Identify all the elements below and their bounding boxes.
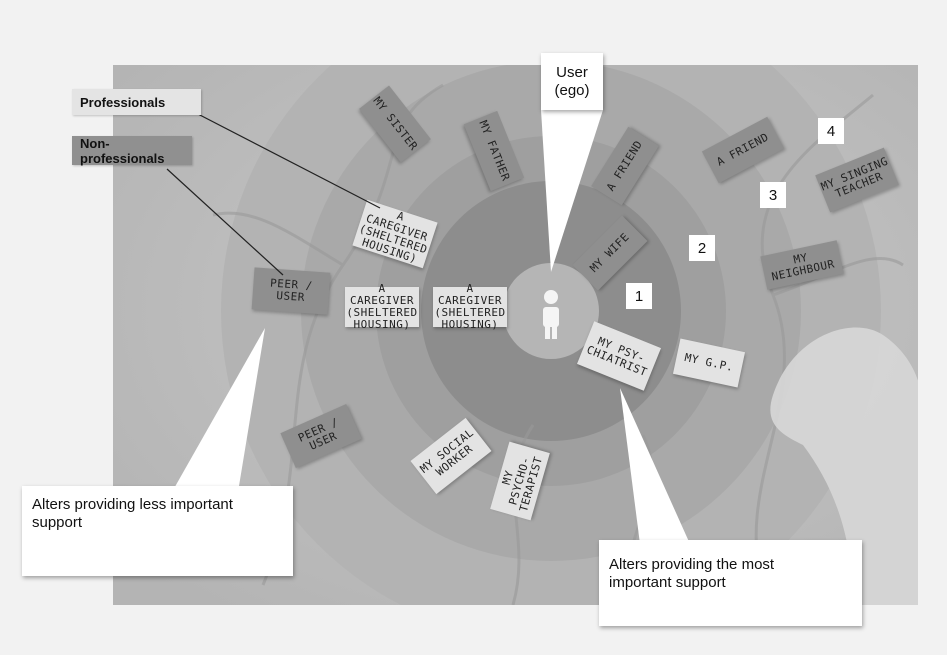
- person-icon: [543, 290, 559, 339]
- ego-label: User (ego): [541, 53, 603, 110]
- callout-less-important-text: Alters providing less important support: [32, 496, 233, 531]
- circle-number-3: 3: [760, 182, 786, 208]
- card-caregiver-mid: A CAREGIVER (SHELTERED HOUSING): [345, 282, 419, 331]
- callout-most-important: Alters providing the most important supp…: [599, 540, 862, 626]
- legend-professionals: Professionals: [72, 89, 201, 115]
- circle-number-4: 4: [818, 118, 844, 144]
- callout-most-important-text: Alters providing the most important supp…: [609, 556, 775, 591]
- circle-number-1: 1: [626, 283, 652, 309]
- card-caregiver-inner: A CAREGIVER (SHELTERED HOUSING): [433, 282, 507, 331]
- hand-shape: [770, 327, 918, 605]
- legend-non-professionals: Non-professionals: [72, 136, 192, 166]
- card-peer-user-upper: PEER / USER: [251, 267, 331, 315]
- circle-number-2: 2: [689, 235, 715, 261]
- network-map-board: MY SISTER MY FATHER A FRIEND A FRIEND MY…: [113, 65, 918, 605]
- callout-less-important: Alters providing less important support: [22, 486, 293, 576]
